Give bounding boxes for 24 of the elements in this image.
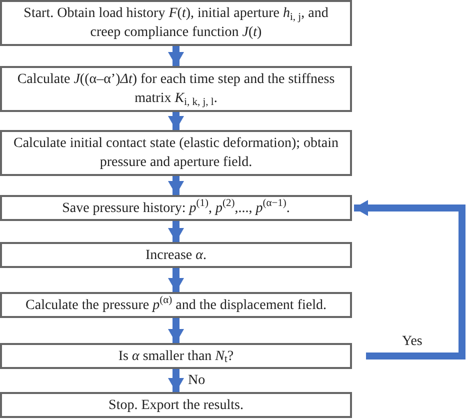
process-box <box>0 292 352 318</box>
process-box <box>0 0 352 46</box>
step-text: Calculate the pressure p$^{(α)}$ and the displacement field. <box>26 296 326 314</box>
flow-arrow <box>168 221 184 242</box>
process-box <box>0 66 352 112</box>
flow-arrow <box>168 176 184 195</box>
flow-arrow <box>168 46 184 66</box>
flow-arrow <box>168 318 184 343</box>
step-text: Increase α. <box>146 246 206 264</box>
flow-arrow <box>168 369 184 392</box>
step-text: Start. Obtain load history F(t), initial aperture h$_{i, j}$, and creep compliance function J(t) <box>22 5 330 42</box>
process-box <box>0 392 352 418</box>
step-text: Stop. Export the results. <box>108 396 244 414</box>
process-box <box>0 195 352 221</box>
flow-arrow <box>168 268 184 292</box>
process-box <box>0 343 352 369</box>
flow-arrow <box>354 200 466 360</box>
step-text: Calculate initial contact state (elastic deformation); obtain pressure and aperture field. <box>12 135 340 172</box>
step-text: Save pressure history: p$^{(1)}$, p$^{(2)}$,..., p$^{(α−1)}$. <box>62 198 290 218</box>
process-box <box>0 130 352 176</box>
process-box <box>0 242 352 268</box>
flow-arrow <box>168 112 184 130</box>
step-text: Calculate J((α–α’)Δt) for each time step and the stiffness matrix K$_{i, k, j, l}$. <box>16 71 336 108</box>
step-text: Is α smaller than N$_{t}$? <box>118 348 234 366</box>
